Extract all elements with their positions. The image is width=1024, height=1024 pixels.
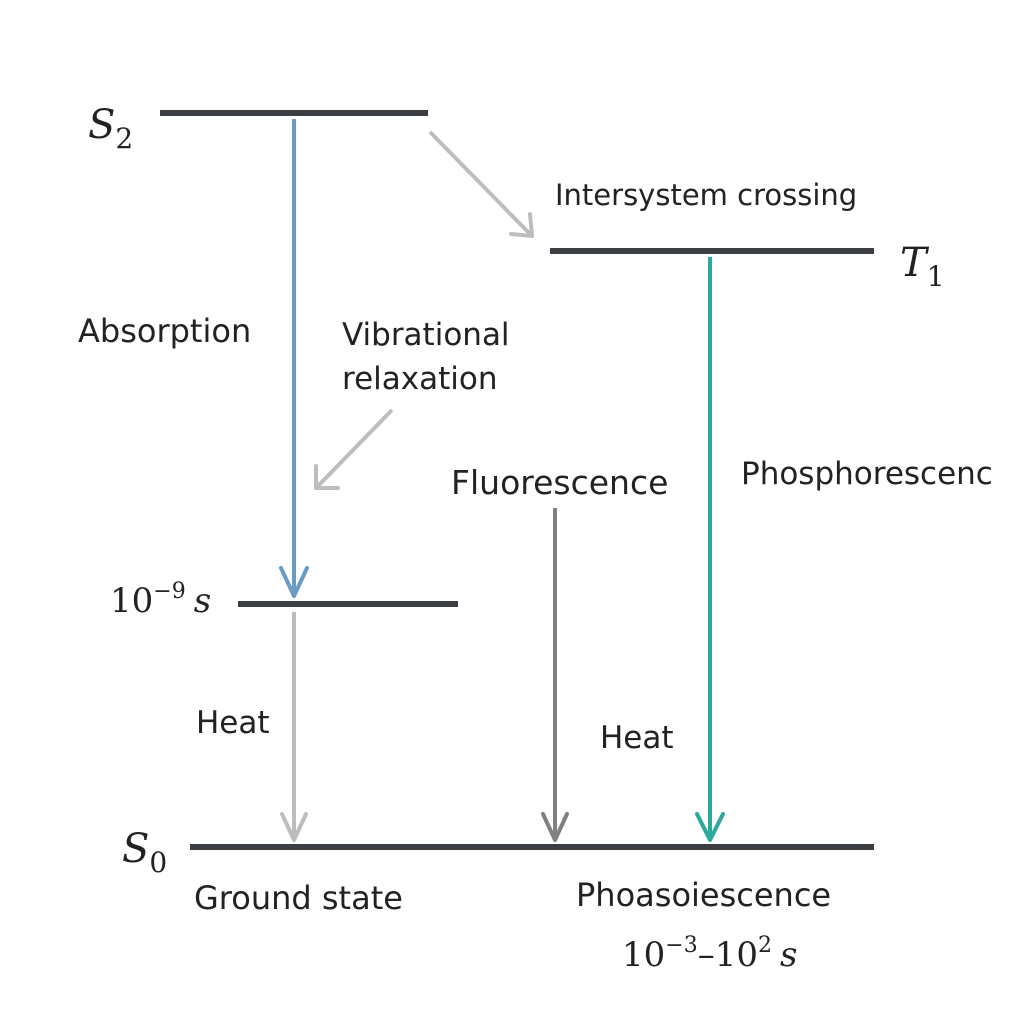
vibrational-relaxation-label-line1: Vibrational [342, 317, 510, 353]
s2-symbol: S2 [88, 102, 133, 155]
intersystem-crossing-arrow [428, 130, 534, 238]
absorption-label: Absorption [78, 312, 251, 350]
heat-arrow [280, 612, 308, 842]
intersystem-crossing-label: Intersystem crossing [555, 178, 857, 212]
heat-label-left: Heat [196, 705, 270, 741]
absorption-arrow [279, 119, 309, 598]
phosphorescence-arrow [695, 257, 725, 842]
bottom-process-label: Phoasoiescence [576, 876, 831, 914]
vibrational-relaxation-arrow [314, 408, 394, 490]
phosphorescence-label: Phosphorescenc [741, 456, 993, 492]
t1-symbol: T1 [900, 240, 945, 293]
s0-symbol: S0 [122, 826, 167, 879]
fluorescence-label: Fluorescence [451, 463, 668, 502]
fluorescence-arrow [541, 508, 569, 842]
vibrational-relaxation-label-line2: relaxation [342, 361, 497, 397]
heat-label-right: Heat [600, 720, 674, 756]
ground-state-label: Ground state [194, 879, 403, 917]
